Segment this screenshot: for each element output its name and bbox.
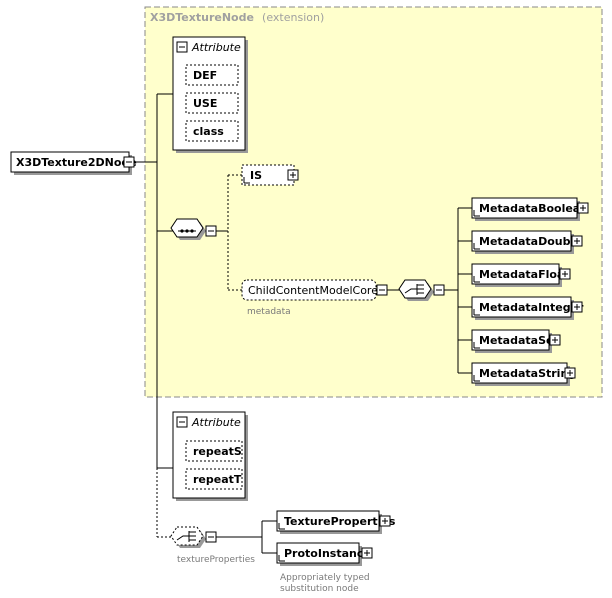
attribute-repeatt[interactable]: repeatT bbox=[185, 468, 243, 490]
proto-note-line-1: Appropriately typed bbox=[280, 573, 370, 583]
texture-properties-node[interactable]: TextureProperties bbox=[276, 510, 396, 534]
metadata-note: metadata bbox=[247, 307, 291, 317]
proto-instance-node[interactable]: ProtoInstance bbox=[276, 542, 371, 566]
metadata-boolean-expand-button[interactable] bbox=[577, 202, 589, 214]
is-label: IS bbox=[250, 169, 262, 182]
attribute-group-extension: Attribute DEF USE class bbox=[172, 36, 248, 153]
is-expand-button[interactable] bbox=[287, 169, 299, 181]
choice-collapse-button[interactable] bbox=[433, 284, 445, 296]
attribute2-group-title: Attribute bbox=[191, 416, 241, 429]
proto-instance-expand-button[interactable] bbox=[361, 547, 373, 559]
attribute-group-title: Attribute bbox=[191, 41, 241, 54]
metadata-double-node[interactable]: MetadataDouble bbox=[471, 230, 582, 254]
attribute2-collapse-button[interactable] bbox=[176, 416, 188, 428]
metadata-set-expand-button[interactable] bbox=[549, 334, 561, 346]
metadata-boolean-node[interactable]: MetadataBoolean bbox=[471, 197, 588, 221]
metadata-string-node[interactable]: MetadataString bbox=[471, 362, 576, 386]
metadata-set-node[interactable]: MetadataSet bbox=[471, 329, 559, 353]
extension-title: X3DTextureNode bbox=[150, 11, 254, 24]
child-content-collapse-button[interactable] bbox=[376, 284, 388, 296]
texture-properties-note: textureProperties bbox=[177, 555, 255, 565]
root-node[interactable]: X3DTexture2DNode bbox=[10, 151, 137, 175]
svg-text:USE: USE bbox=[193, 97, 217, 110]
attribute-collapse-button[interactable] bbox=[176, 41, 188, 53]
metadata-string-expand-button[interactable] bbox=[564, 367, 576, 379]
attribute-use[interactable]: USE bbox=[185, 92, 239, 114]
metadata-float-expand-button[interactable] bbox=[559, 268, 571, 280]
svg-text:MetadataSet: MetadataSet bbox=[479, 334, 559, 347]
child-content-label: ChildContentModelCore bbox=[248, 284, 378, 297]
texture-choice-collapse-button[interactable] bbox=[205, 531, 217, 543]
metadata-integer-expand-button[interactable] bbox=[571, 301, 583, 313]
svg-text:TextureProperties: TextureProperties bbox=[284, 515, 396, 528]
is-element[interactable]: IS bbox=[241, 164, 295, 186]
metadata-integer-node[interactable]: MetadataInteger bbox=[471, 296, 584, 320]
svg-text:MetadataInteger: MetadataInteger bbox=[479, 301, 584, 314]
attribute-def[interactable]: DEF bbox=[185, 64, 239, 86]
svg-text:ProtoInstance: ProtoInstance bbox=[284, 547, 371, 560]
choice-compositor-texture-properties[interactable] bbox=[170, 526, 206, 548]
extension-subtitle: (extension) bbox=[262, 11, 324, 24]
attribute-repeats[interactable]: repeatS bbox=[185, 440, 243, 462]
attribute-class[interactable]: class bbox=[185, 120, 239, 142]
metadata-float-node[interactable]: MetadataFloat bbox=[471, 263, 570, 287]
attribute-group-texture: Attribute repeatS repeatT bbox=[172, 411, 248, 501]
child-content-group[interactable]: ChildContentModelCore bbox=[241, 279, 378, 301]
svg-text:DEF: DEF bbox=[193, 69, 217, 82]
svg-text:X3DTextureNode (extensio: X3DTextureNode (extension) bbox=[150, 6, 324, 25]
svg-text:MetadataFloat: MetadataFloat bbox=[479, 268, 570, 281]
svg-text:class: class bbox=[193, 125, 224, 138]
sequence-collapse-button[interactable] bbox=[205, 225, 217, 237]
sequence-compositor[interactable] bbox=[170, 218, 206, 240]
root-node-label: X3DTexture2DNode bbox=[16, 156, 137, 169]
texture-properties-expand-button[interactable] bbox=[379, 515, 391, 527]
metadata-double-expand-button[interactable] bbox=[571, 235, 583, 247]
svg-text:repeatS: repeatS bbox=[193, 445, 242, 458]
svg-text:MetadataString: MetadataString bbox=[479, 367, 576, 380]
choice-compositor-metadata[interactable] bbox=[398, 279, 434, 301]
proto-note-line-2: substitution node bbox=[280, 584, 359, 594]
svg-text:MetadataDouble: MetadataDouble bbox=[479, 235, 582, 248]
root-collapse-button[interactable] bbox=[123, 156, 135, 168]
svg-text:MetadataBoolean: MetadataBoolean bbox=[479, 202, 588, 215]
svg-text:repeatT: repeatT bbox=[193, 473, 242, 486]
